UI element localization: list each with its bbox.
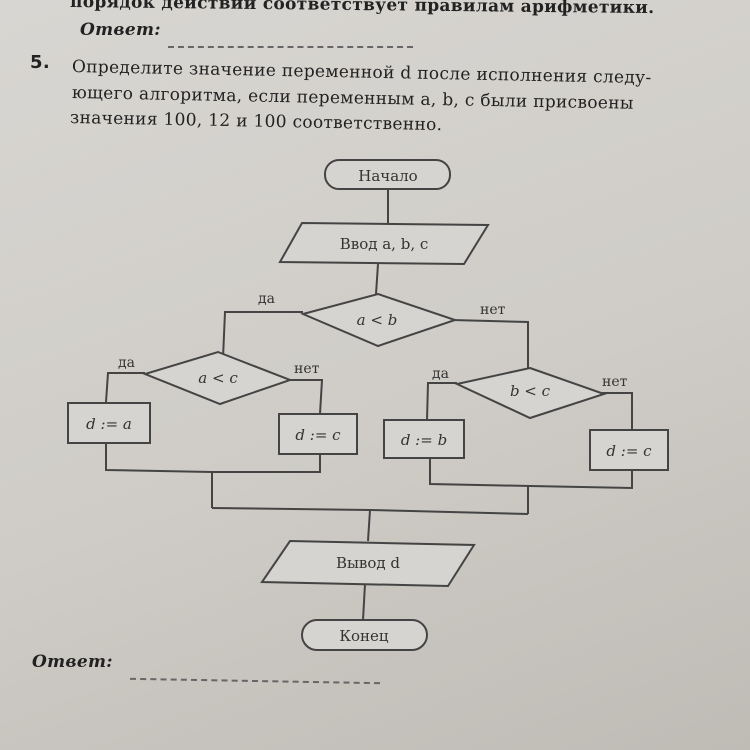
output-label: Вывод d	[336, 554, 400, 572]
output-block: Вывод d	[260, 539, 476, 588]
condition-b-less-c-label: b < c	[510, 382, 551, 400]
no-label-1: нет	[480, 302, 506, 318]
yes-label-1: да	[258, 291, 275, 307]
assign-d-a-label: d := a	[86, 415, 132, 433]
assign-d-a: d := a	[67, 402, 151, 444]
answer-label-top: Ответ:	[80, 20, 161, 40]
condition-a-less-b-label: a < b	[357, 311, 398, 329]
assign-d-b-label: d := b	[401, 431, 447, 449]
answer-blank-top[interactable]	[168, 46, 413, 48]
assign-d-b: d := b	[383, 419, 465, 459]
condition-a-less-b: a < b	[299, 292, 459, 348]
answer-label-bottom: Ответ:	[32, 652, 113, 672]
task-number: 5.	[30, 52, 50, 73]
no-label-2: нет	[294, 361, 320, 377]
yes-label-2: да	[118, 355, 135, 371]
assign-d-c-right: d := c	[589, 429, 669, 471]
end-label: Конец	[339, 627, 389, 645]
assign-d-c-right-label: d := c	[606, 442, 652, 460]
start-terminator: Начало	[324, 159, 451, 190]
yes-label-3: да	[432, 366, 449, 382]
start-label: Начало	[358, 167, 417, 185]
no-label-3: нет	[602, 374, 628, 390]
condition-a-less-c-label: a < c	[198, 369, 238, 387]
input-block: Ввод a, b, c	[278, 221, 490, 266]
end-terminator: Конец	[301, 619, 428, 651]
input-label: Ввод a, b, c	[340, 235, 429, 253]
assign-d-c-left-label: d := c	[295, 426, 341, 444]
condition-a-less-c: a < c	[141, 350, 293, 406]
condition-b-less-c: b < c	[453, 366, 608, 420]
assign-d-c-left: d := c	[278, 413, 358, 455]
